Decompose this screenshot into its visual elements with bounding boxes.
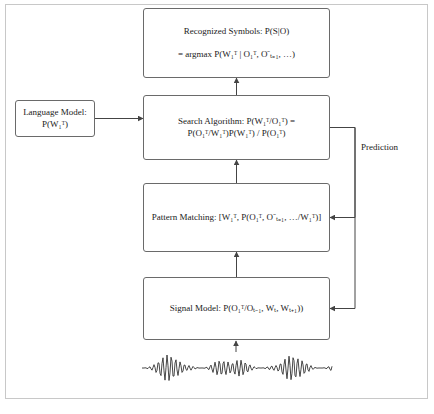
speech-waveform — [142, 355, 332, 380]
box-label: Pattern Matching: [W₁ᵀ, P(O₁ᵀ, O⁻ₜ₌₁, …/… — [152, 212, 321, 223]
box-label: Recognized Symbols: P(S|O) — [184, 26, 289, 37]
box-label: Language Model: P(W₁ᵀ) — [22, 107, 88, 130]
box-label: Search Algorithm: P(W₁ᵀ/O₁ᵀ) = P(O₁ᵀ/W₁ᵀ… — [150, 116, 323, 139]
input-arrow — [236, 341, 237, 352]
signal-model-box: Signal Model: P(O₁ᵀ/Oₜ₋₁, Wₜ, Wₜ₊₁)) — [143, 277, 330, 340]
flow-arrow — [236, 252, 237, 277]
flow-arrow — [95, 118, 143, 119]
flow-arrow — [236, 160, 237, 183]
box-label: Signal Model: P(O₁ᵀ/Oₜ₋₁, Wₜ, Wₜ₊₁)) — [170, 303, 303, 314]
language-model-box: Language Model: P(W₁ᵀ) — [15, 100, 95, 137]
output-box: Recognized Symbols: P(S|O) = argmax P(W₁ᵀ… — [143, 8, 330, 78]
waveform-trace — [142, 355, 332, 380]
flow-arrow — [236, 78, 237, 95]
prediction-connector — [330, 128, 355, 309]
search-box: Search Algorithm: P(W₁ᵀ/O₁ᵀ) = P(O₁ᵀ/W₁ᵀ… — [143, 95, 330, 160]
formula: = argmax P(W₁ᵀ | O₁ᵀ, O⁻ₜ₌₁, …) — [178, 49, 295, 60]
pattern-box: Pattern Matching: [W₁ᵀ, P(O₁ᵀ, O⁻ₜ₌₁, …/… — [143, 183, 330, 252]
prediction-connector — [330, 128, 355, 218]
figure-frame — [6, 5, 428, 399]
edge-label: Prediction — [360, 142, 399, 152]
